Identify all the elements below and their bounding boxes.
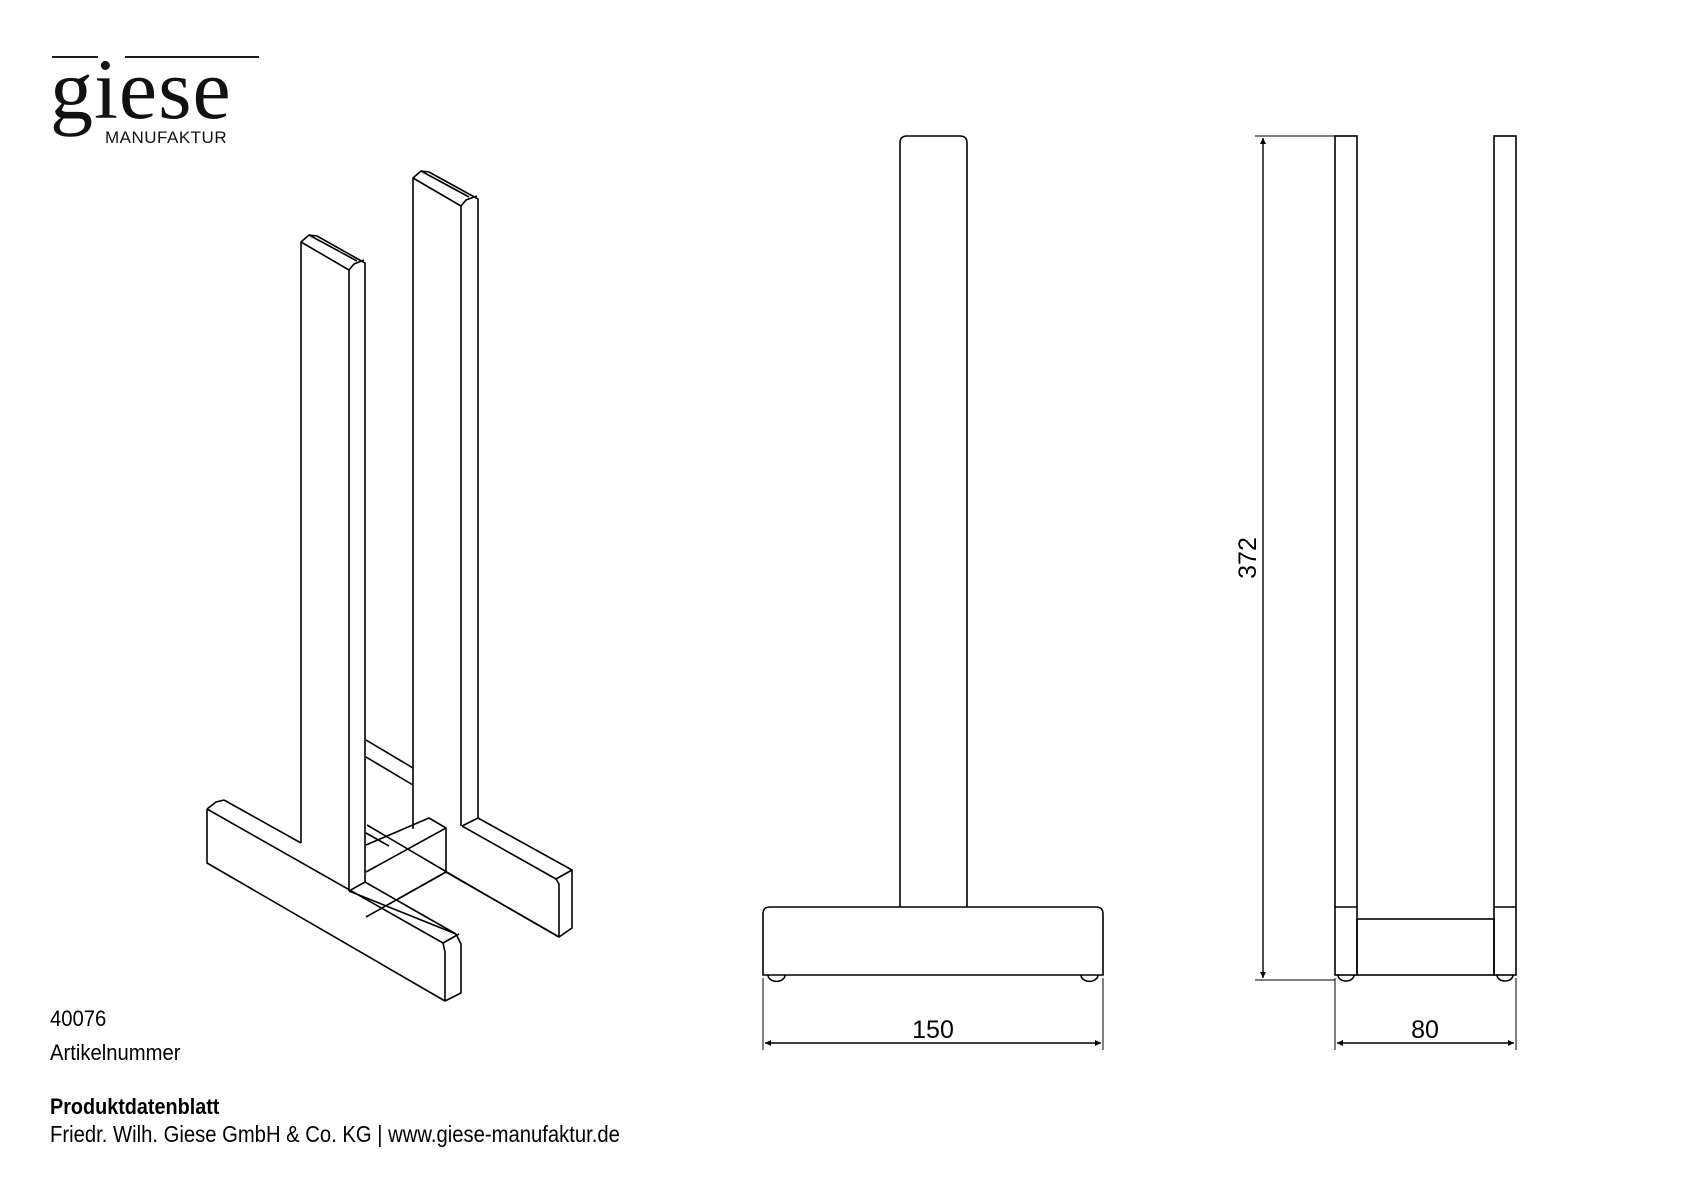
- dimension-height-label: 372: [1234, 537, 1262, 579]
- side-post-right: [1493, 135, 1517, 976]
- side-post-left: [1334, 135, 1358, 976]
- front-foot-left: [767, 974, 786, 983]
- iso-front-post: [300, 234, 366, 892]
- brand-logo: giese MANUFAKTUR: [48, 41, 263, 148]
- logo-rule-right: [125, 56, 259, 58]
- front-base: [762, 906, 1104, 976]
- dimension-depth-label: 80: [1411, 1016, 1439, 1044]
- iso-front-foot: [206, 799, 462, 1002]
- logo-subtitle: MANUFAKTUR: [105, 128, 228, 147]
- iso-crossbar: [365, 817, 560, 938]
- sheet-title: Produktdatenblatt: [50, 1094, 220, 1119]
- dimension-width-label: 150: [912, 1016, 954, 1044]
- isometric-view: [206, 170, 573, 1002]
- iso-back-foot: [366, 817, 573, 938]
- article-number-label: Artikelnummer: [50, 1040, 181, 1065]
- logo-wordmark: giese: [50, 41, 232, 137]
- company-line: Friedr. Wilh. Giese GmbH & Co. KG | www.…: [50, 1121, 620, 1147]
- front-view: [762, 135, 1104, 1050]
- side-crossbar: [1356, 918, 1495, 976]
- iso-back-post: [365, 170, 479, 829]
- logo-rule-left: [52, 56, 98, 58]
- side-view: [1255, 135, 1517, 1050]
- front-column: [899, 135, 968, 907]
- article-number: 40076: [50, 1006, 107, 1031]
- front-foot-right: [1080, 974, 1099, 983]
